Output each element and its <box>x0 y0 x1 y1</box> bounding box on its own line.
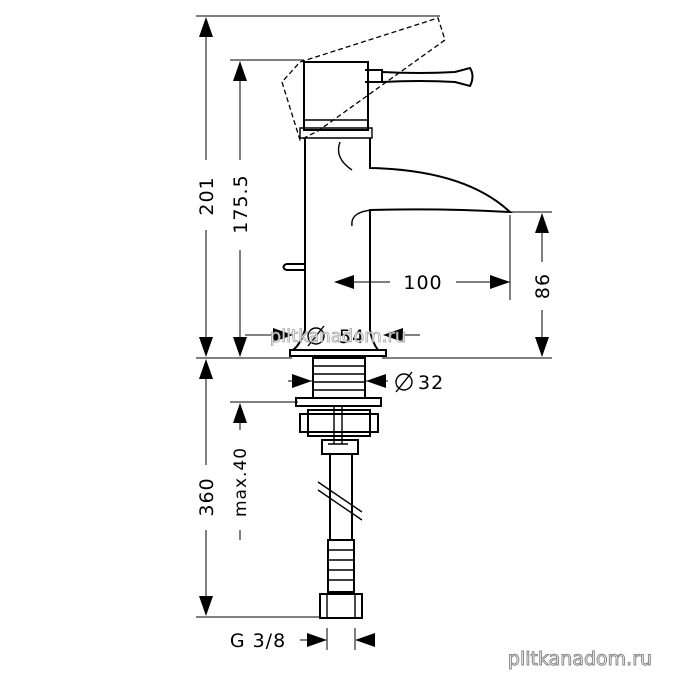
dimension-max40 <box>233 403 247 540</box>
label-32: 32 <box>418 372 444 394</box>
extension-lines <box>196 15 552 650</box>
dimension-201 <box>199 17 213 357</box>
dimension-54 <box>245 328 420 342</box>
dimension-100 <box>334 275 510 289</box>
dimension-86 <box>535 213 549 357</box>
label-360: 360 <box>196 477 218 516</box>
label-175: 175.5 <box>230 174 252 233</box>
label-86: 86 <box>532 273 554 299</box>
watermark-corner: plitkanadom.ru <box>508 648 652 670</box>
diameter-symbol-54 <box>307 325 325 347</box>
dimension-360 <box>199 359 213 616</box>
label-g38: G 3/8 <box>230 630 286 652</box>
handle-open-position-outline <box>281 17 446 141</box>
supply-hose <box>317 454 363 619</box>
faucet-body <box>282 61 513 357</box>
label-100: 100 <box>403 272 442 294</box>
diameter-symbol-32 <box>395 371 413 393</box>
dimension-32 <box>288 374 388 388</box>
label-54: 54 <box>339 326 365 348</box>
watermark-center: plitkanadom.ru <box>270 326 407 347</box>
mounting-shank <box>295 357 382 455</box>
label-max40: max.40 <box>231 447 251 517</box>
dimension-175 <box>233 61 247 357</box>
label-201: 201 <box>196 176 218 215</box>
dimension-g38 <box>300 633 375 647</box>
